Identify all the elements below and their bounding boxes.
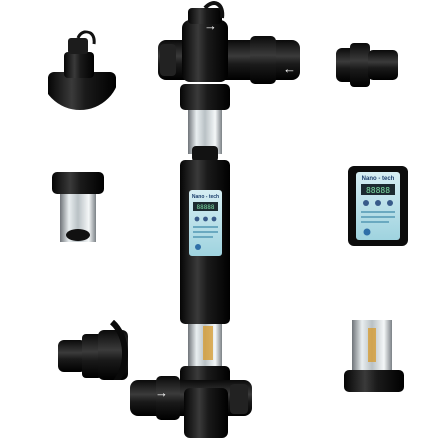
- top-union-nut: [250, 36, 276, 84]
- detail-panel-brand: Nano - tech: [362, 176, 395, 182]
- panel-display: [193, 202, 218, 211]
- top-horizontal-pipe: [158, 40, 300, 80]
- detail-control-panel: Nano - tech 88888: [348, 166, 408, 246]
- panel-brand: Nano - tech: [192, 194, 219, 200]
- panel-button-2: [203, 216, 208, 222]
- bottom-cap: [184, 388, 228, 438]
- upper-lamp-end: [192, 146, 218, 162]
- cable-gland: [188, 8, 222, 24]
- panel-line-2: [193, 231, 218, 233]
- panel-line-3: [193, 236, 213, 238]
- bottom-right-socket: [230, 384, 248, 414]
- panel-logo: [195, 244, 201, 250]
- panel-line-1: [193, 226, 218, 228]
- detail-panel-display-value: 88888: [366, 186, 390, 195]
- top-left-socket: [160, 44, 176, 76]
- detail-lower-sleeve-section: [344, 320, 404, 392]
- lower-lamp-element: [203, 326, 213, 360]
- upper-collar: [180, 84, 230, 110]
- main-uv-unit: Nano - tech 88888 → ← →: [130, 1, 300, 438]
- detail-cable-gland-cap: [40, 30, 120, 110]
- top-cap-body: [182, 20, 228, 82]
- arrow-bottom-inlet: →: [155, 385, 168, 400]
- panel-button-1: [194, 216, 200, 222]
- detail-quartz-sleeve-segment: [52, 172, 104, 242]
- panel-display-value: 88888: [196, 204, 214, 211]
- detail-bottom-union-fitting: [58, 320, 128, 380]
- detail-threaded-union-fitting: [336, 43, 398, 87]
- control-panel: Nano - tech 88888: [189, 190, 222, 256]
- arrow-top-inlet: →: [204, 18, 217, 33]
- arrow-right-outlet: ←: [283, 61, 296, 76]
- panel-button-3: [211, 216, 217, 222]
- power-cable: [203, 1, 225, 19]
- bottom-union-nut: [156, 376, 180, 420]
